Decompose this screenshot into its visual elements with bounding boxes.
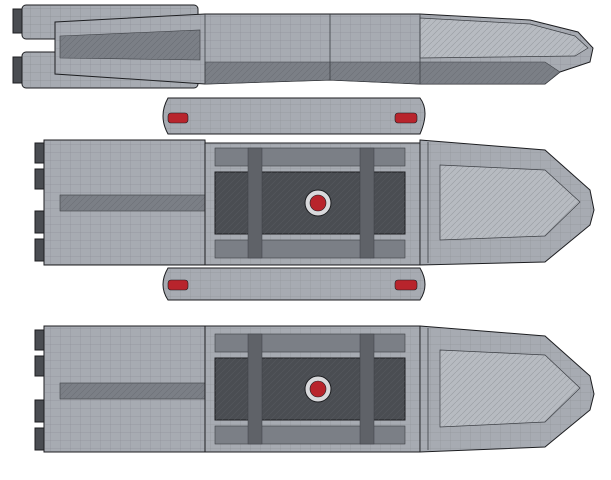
top-flight-pod-upper: [162, 97, 426, 135]
top-bow: [419, 139, 595, 266]
top-view: [34, 97, 595, 301]
top-central-hull: [204, 142, 421, 266]
top-engine-cluster: [34, 139, 211, 266]
bottom-bow: [419, 325, 595, 453]
side-main-hull: [54, 13, 594, 85]
bottom-engine-cluster: [34, 325, 211, 453]
top-flight-pod-lower: [162, 267, 426, 301]
bottom-view: [34, 325, 595, 453]
bottom-central-hull: [204, 325, 421, 453]
side-view: [12, 4, 594, 89]
